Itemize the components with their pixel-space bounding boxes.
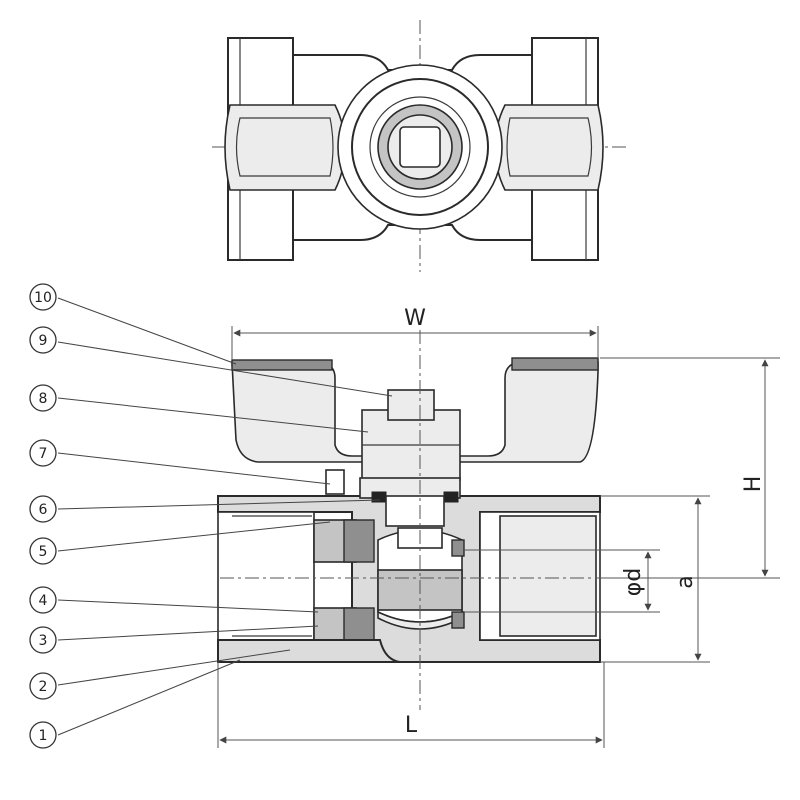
dimension-lines [217, 326, 780, 748]
callout-2: 2 [29, 672, 57, 700]
section-view [217, 330, 700, 710]
dim-l-label: L [405, 713, 418, 738]
callout-6: 6 [29, 495, 57, 523]
dim-a-label: a [673, 575, 698, 588]
svg-text:9: 9 [39, 333, 48, 349]
callout-5: 5 [29, 537, 57, 565]
svg-text:2: 2 [39, 679, 48, 695]
callout-9: 9 [29, 326, 57, 354]
svg-text:10: 10 [34, 290, 52, 306]
svg-text:6: 6 [39, 502, 48, 518]
callout-3: 3 [29, 626, 57, 654]
callout-8: 8 [29, 384, 57, 412]
callouts: 10 9 8 7 6 5 4 3 [29, 283, 57, 749]
dim-d-label: φd [621, 568, 646, 596]
svg-text:8: 8 [39, 391, 48, 407]
callout-10: 10 [29, 283, 57, 311]
svg-text:4: 4 [39, 593, 48, 609]
top-view [212, 20, 628, 272]
callout-1: 1 [29, 721, 57, 749]
callout-4: 4 [29, 586, 57, 614]
svg-text:7: 7 [39, 446, 48, 462]
dimension-labels: W H a φd L [404, 306, 766, 738]
dim-h-label: H [741, 476, 766, 493]
svg-text:3: 3 [39, 633, 48, 649]
dim-w-label: W [404, 306, 426, 331]
leader-lines [57, 297, 393, 736]
svg-text:1: 1 [39, 728, 48, 744]
callout-7: 7 [29, 439, 57, 467]
svg-text:5: 5 [39, 544, 48, 560]
